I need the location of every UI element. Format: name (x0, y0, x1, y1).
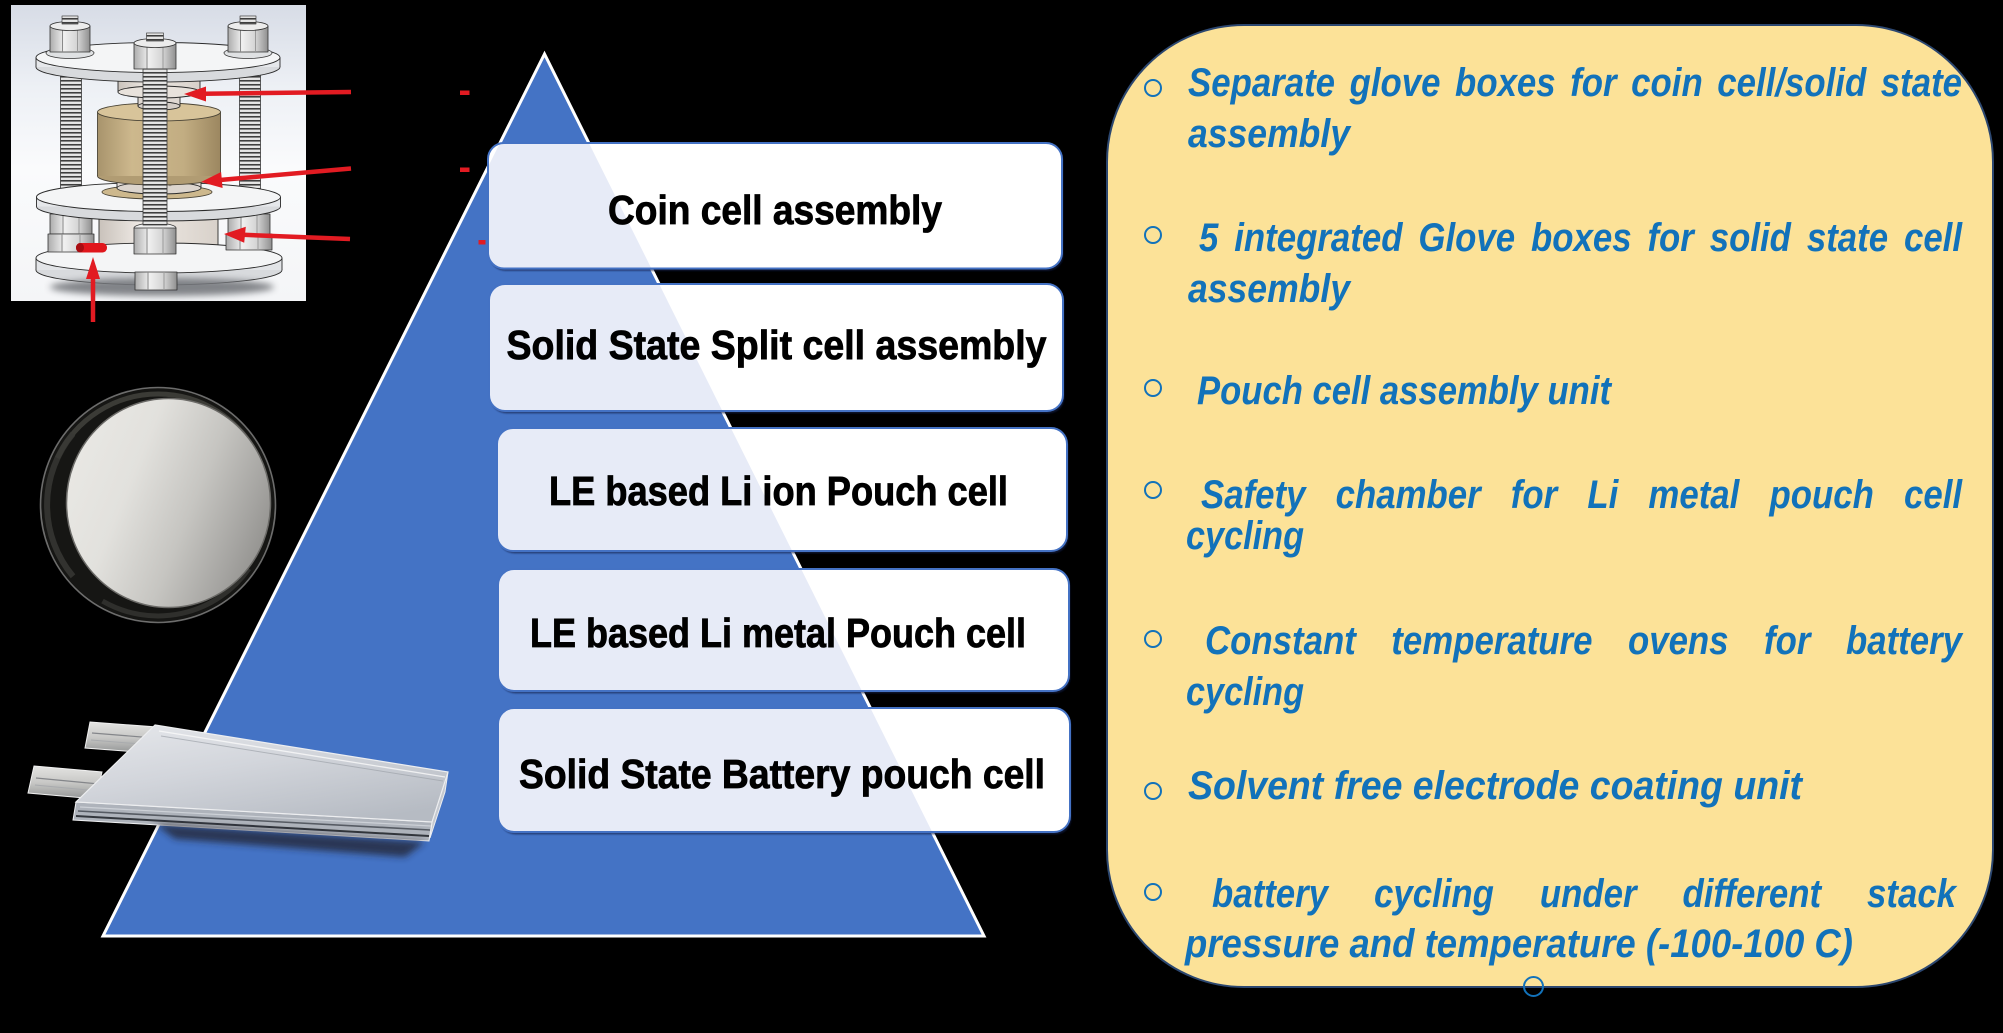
svg-text:Coin cell assembly: Coin cell assembly (608, 187, 942, 233)
svg-text:LE based Li metal Pouch cell: LE based Li metal Pouch cell (530, 610, 1026, 656)
svg-text:LE based Li ion Pouch cell: LE based Li ion Pouch cell (549, 468, 1008, 514)
svg-text:Solid State Battery pouch cell: Solid State Battery pouch cell (519, 751, 1045, 797)
svg-text:Solid State Split cell assembl: Solid State Split cell assembly (507, 322, 1047, 368)
